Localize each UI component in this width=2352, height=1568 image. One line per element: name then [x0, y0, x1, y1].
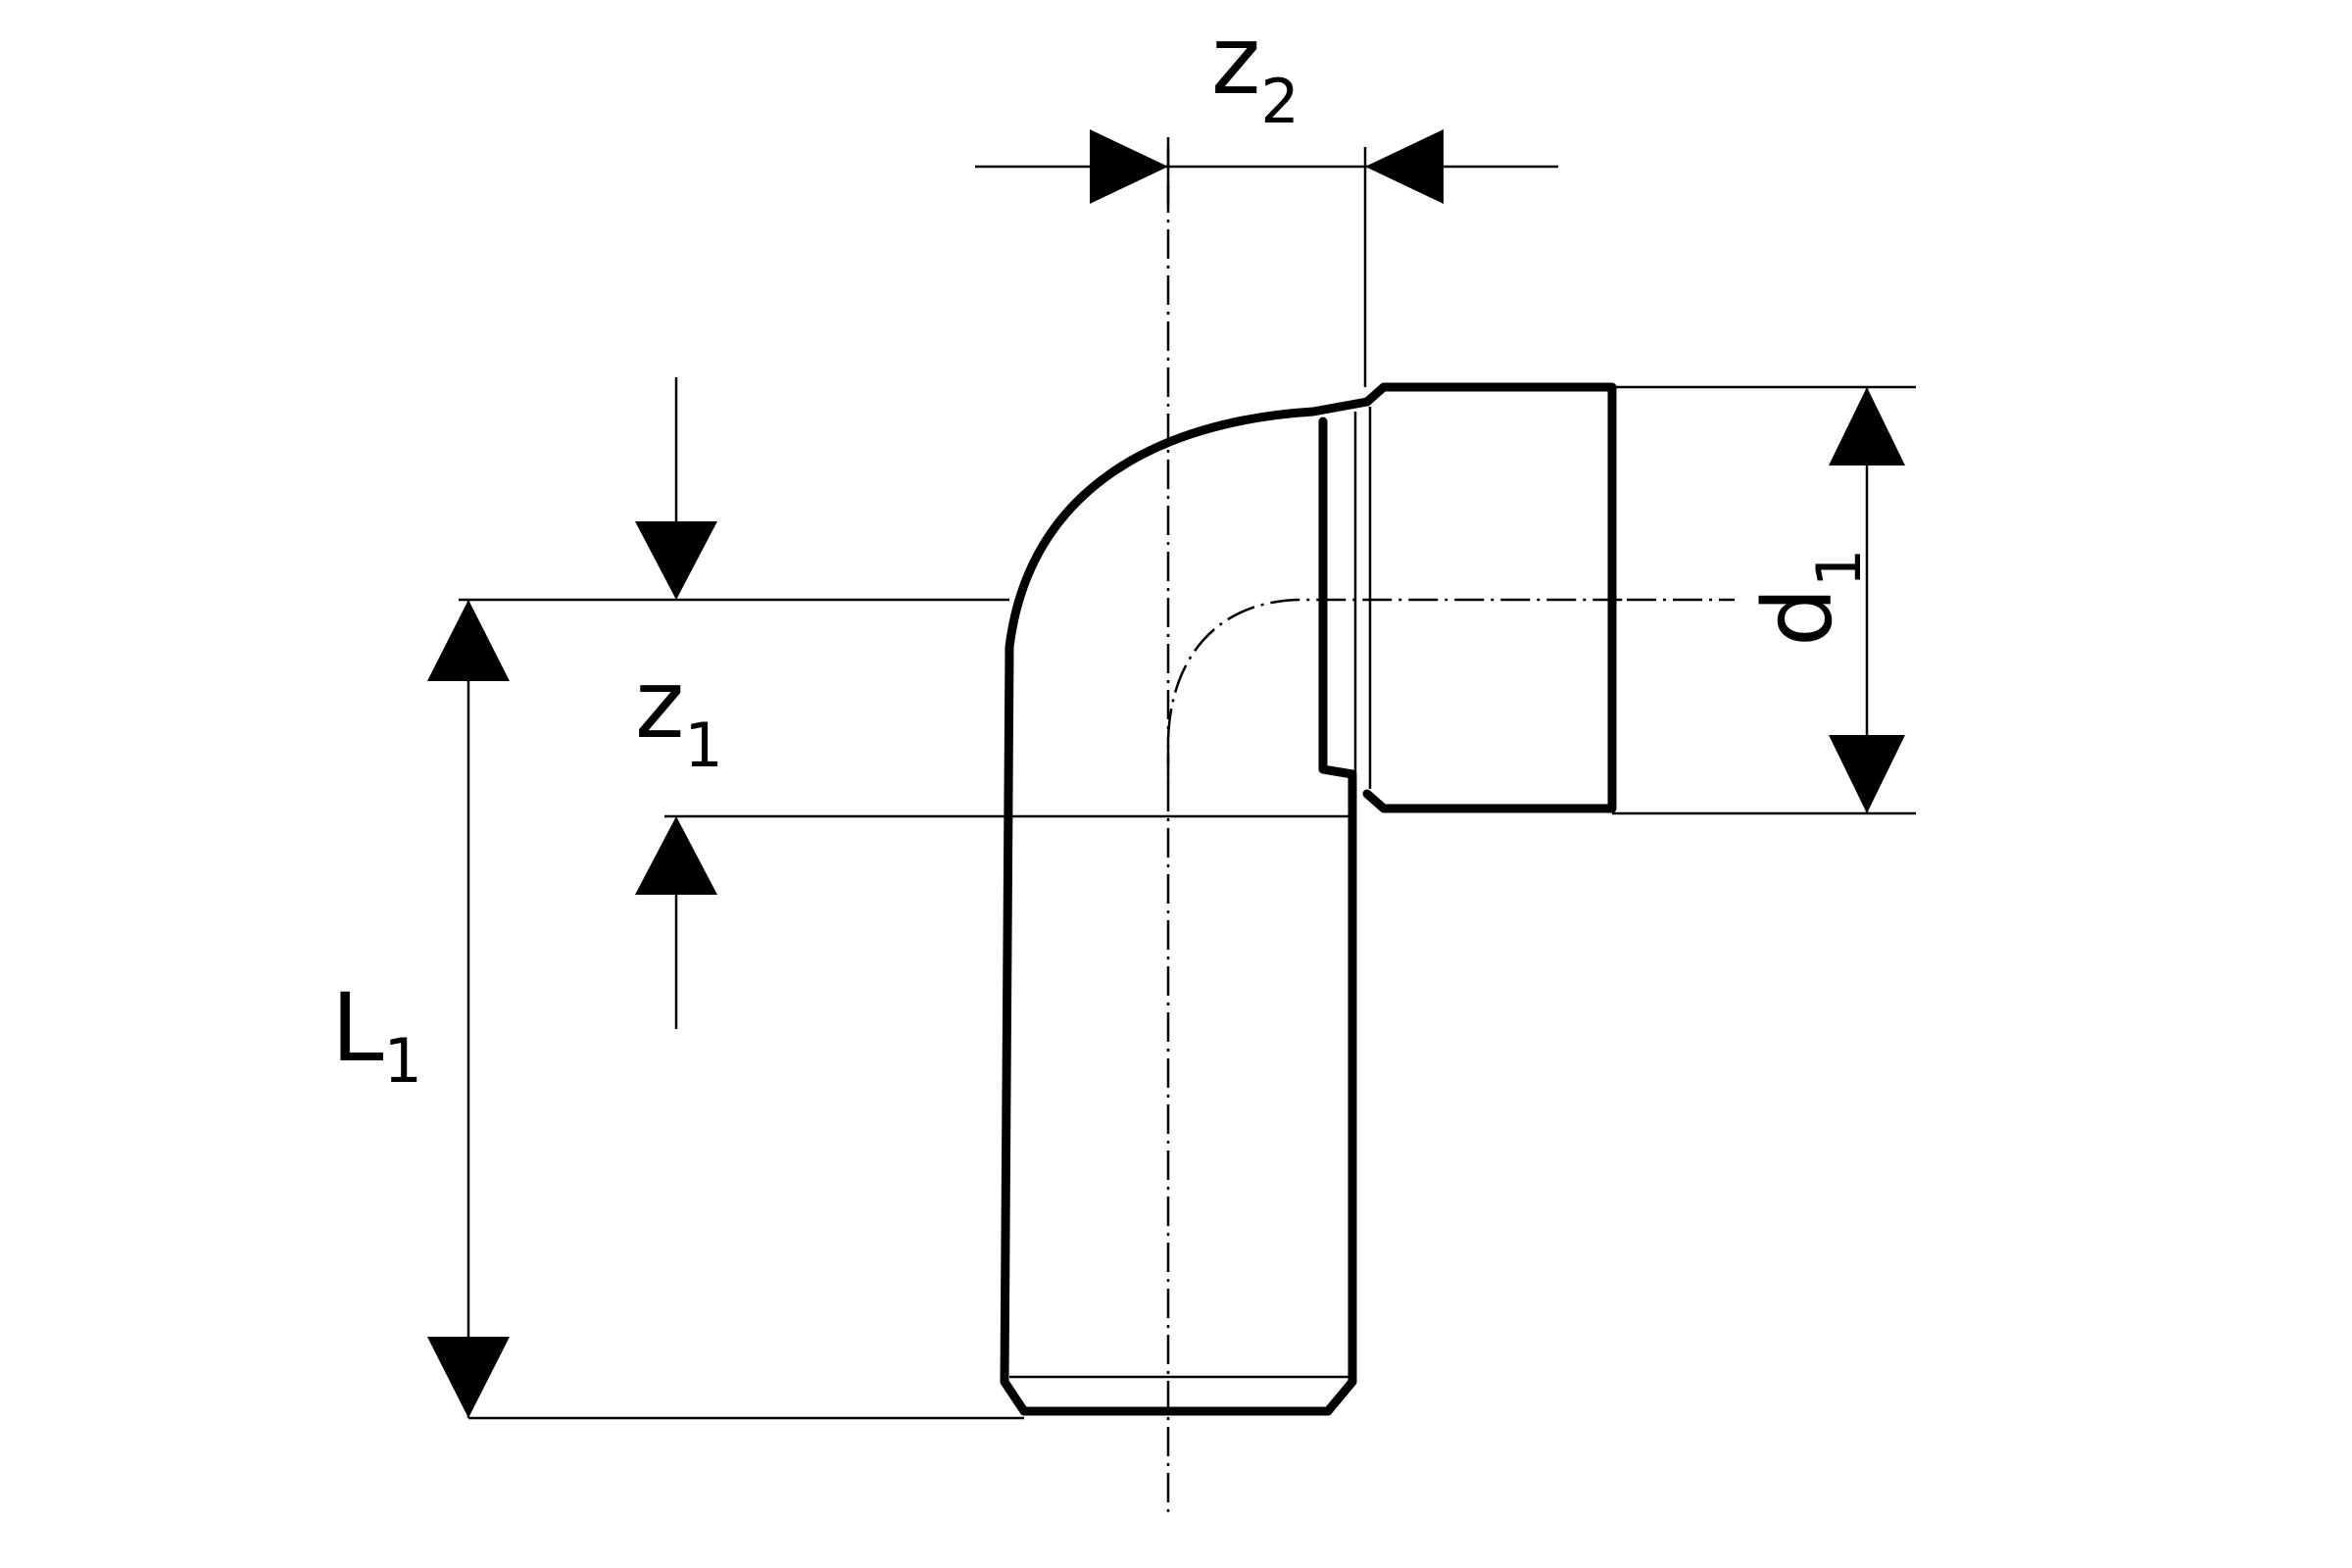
dimension-d1: d1: [1743, 387, 1905, 813]
label-z1-letter: z: [635, 650, 684, 760]
dim-z2-arrow-right: [1365, 129, 1444, 204]
dim-d1-arrow-bottom: [1829, 735, 1905, 813]
elbow-fitting: [1000, 382, 1617, 1416]
label-L1-sub: 1: [383, 1025, 421, 1097]
dimension-L1: L1: [331, 600, 510, 1418]
dimension-z1: z1: [635, 377, 723, 1029]
label-z2-letter: z: [1211, 6, 1260, 116]
label-d1: d1: [1743, 549, 1875, 647]
dim-z2-arrow-left: [1090, 129, 1168, 204]
dim-L1-arrow-top: [427, 600, 510, 681]
label-z1-sub: 1: [684, 710, 722, 781]
dim-z1-arrow-down: [635, 521, 717, 600]
dimension-z2: z2: [975, 6, 1558, 204]
label-z1: z1: [635, 650, 723, 781]
bend-axis: [1166, 598, 1627, 784]
label-d1-sub: 1: [1803, 549, 1875, 587]
label-d1-letter: d: [1743, 587, 1853, 647]
extension-lines: [459, 147, 1916, 1420]
centre-lines: [1166, 137, 1735, 1514]
elbow-outer-contour: [1000, 397, 1372, 1416]
label-L1: L1: [331, 973, 422, 1097]
socket-body: [1362, 382, 1617, 813]
label-L1-letter: L: [331, 973, 383, 1083]
label-z2-sub: 2: [1260, 66, 1298, 137]
label-z2: z2: [1211, 6, 1299, 137]
dim-d1-arrow-top: [1829, 387, 1905, 466]
dim-L1-arrow-bottom: [427, 1337, 510, 1418]
dim-z1-arrow-up: [635, 816, 717, 895]
